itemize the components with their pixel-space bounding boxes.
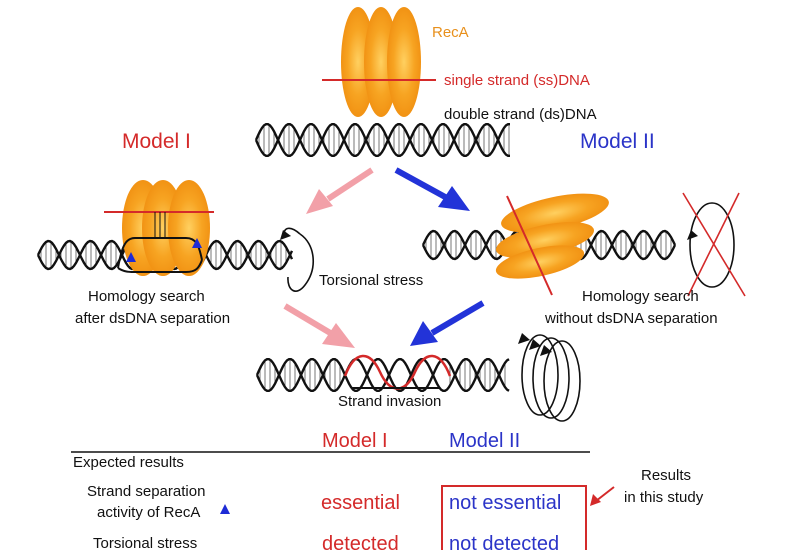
results-highlight-box (441, 485, 587, 550)
row2-model2-value: not detected (449, 533, 559, 550)
row2-label: Torsional stress (93, 535, 197, 550)
dna-backbone-strand (255, 358, 510, 392)
dsdna-helix-strand-invasion (255, 358, 510, 392)
homology2-line2: without dsDNA separation (544, 310, 718, 327)
row1-model2-value: not essential (449, 492, 561, 514)
no-torsional-stress-loop (682, 192, 746, 297)
dna-backbone-strand (254, 123, 510, 157)
arrow-pink-top (306, 167, 374, 214)
results-label-line1: Results (641, 467, 691, 484)
homology1-line2: after dsDNA separation (75, 310, 230, 327)
dsdna-helix-top (254, 123, 510, 157)
invading-ssdna (343, 354, 452, 390)
row1-label-line2: activity of RecA (97, 504, 200, 521)
strand-invasion-label: Strand invasion (338, 393, 441, 410)
results-label-line2: in this study (624, 489, 704, 506)
row1-model1-value: essential (321, 492, 400, 514)
strand-separation-marker (126, 252, 136, 262)
reca-filament-top (322, 7, 436, 117)
expected-results-label: Expected results (73, 454, 184, 471)
reca-label: RecA (432, 24, 469, 41)
arrow-blue-top (394, 167, 470, 211)
homology1-line1: Homology search (88, 288, 205, 305)
strand-separation-marker (192, 238, 202, 248)
torsional-stress-label: Torsional stress (319, 272, 423, 289)
arrow-blue-bottom (410, 300, 485, 346)
arrow-pink-bottom (283, 303, 355, 348)
torsion-coils (518, 333, 581, 422)
results-pointer-arrow (590, 486, 615, 506)
torsional-stress-loop (280, 227, 314, 292)
row1-label-line1: Strand separation (87, 483, 205, 500)
table-col-model2: Model II (449, 430, 520, 452)
reca-filament-model1 (104, 180, 214, 276)
table-col-model1: Model I (322, 430, 388, 452)
dna-backbone-strand (254, 123, 510, 157)
strand-separation-marker-legend (220, 504, 230, 514)
homology2-line1: Homology search (582, 288, 699, 305)
row2-model1-value: detected (322, 533, 399, 550)
model1-title: Model I (122, 130, 191, 153)
reca-filament-model2 (495, 193, 609, 296)
ssdna-label: single strand (ss)DNA (444, 72, 590, 89)
dsdna-label: double strand (ds)DNA (444, 106, 597, 123)
model2-title: Model II (580, 130, 655, 153)
